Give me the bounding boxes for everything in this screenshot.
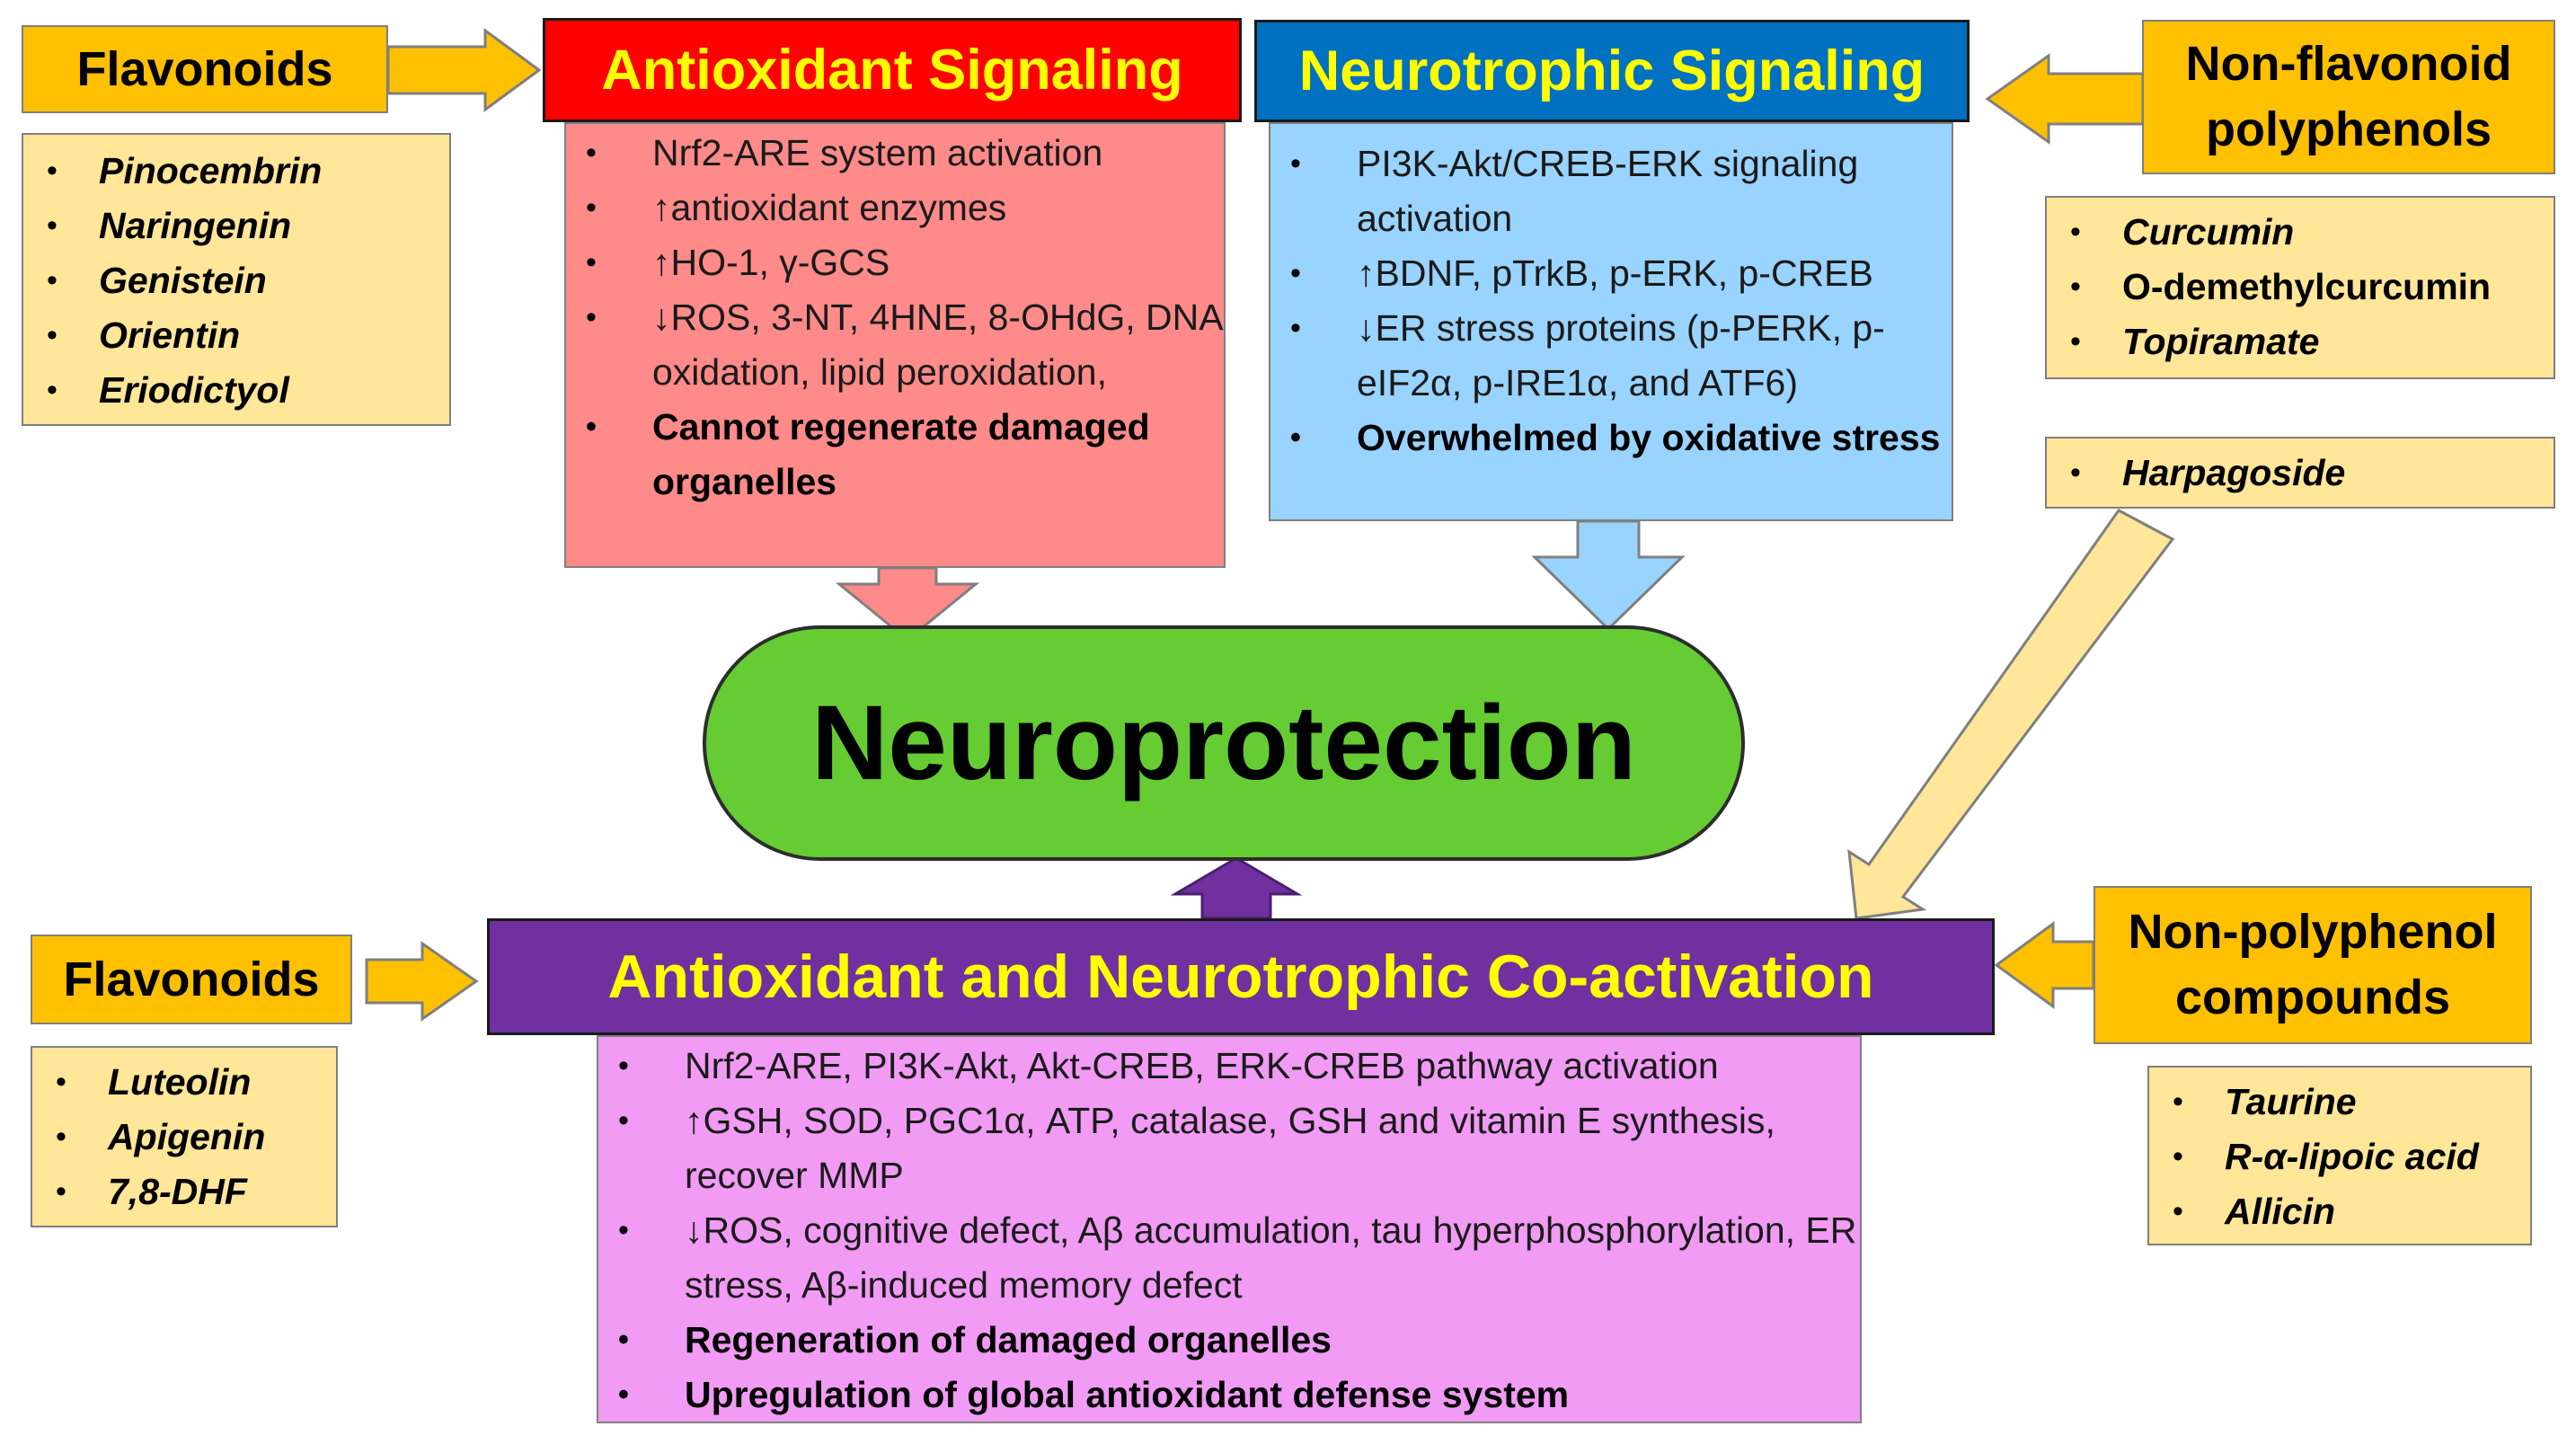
antioxidant-signaling-header: Antioxidant Signaling bbox=[543, 18, 1242, 122]
panel-item: Upregulation of global antioxidant defen… bbox=[598, 1368, 1860, 1422]
nonflavonoid-polyphenols-tag: Non-flavonoid polyphenols bbox=[2142, 20, 2555, 174]
flavonoids-tag-bottom-label: Flavonoids bbox=[63, 952, 320, 1006]
nonpolyphenol-compounds-tag: Non-polyphenol compounds bbox=[2094, 886, 2532, 1044]
antioxidant-signaling-panel: Nrf2-ARE system activation ↑antioxidant … bbox=[564, 122, 1226, 568]
flavonoids-list-top: Pinocembrin Naringenin Genistein Orienti… bbox=[22, 133, 451, 426]
panel-item: ↓ROS, 3-NT, 4HNE, 8-OHdG, DNA oxidation,… bbox=[566, 290, 1224, 400]
panel-item: PI3K-Akt/CREB-ERK signaling activation bbox=[1270, 137, 1952, 246]
compound-item: O-demethylcurcumin bbox=[2047, 260, 2554, 315]
compound-item: Pinocembrin bbox=[23, 144, 449, 199]
arrow-nonpolyphenol-to-coactivation bbox=[1994, 921, 2095, 1009]
compound-item: Naringenin bbox=[23, 199, 449, 253]
panel-item: Nrf2-ARE, PI3K-Akt, Akt-CREB, ERK-CREB p… bbox=[598, 1039, 1860, 1094]
arrow-flavonoids-to-coactivation bbox=[365, 941, 479, 1022]
flavonoids-tag-top-label: Flavonoids bbox=[76, 41, 333, 96]
panel-item: Regeneration of damaged organelles bbox=[598, 1313, 1860, 1368]
coactivation-panel: Nrf2-ARE, PI3K-Akt, Akt-CREB, ERK-CREB p… bbox=[597, 1035, 1862, 1423]
panel-item: ↑HO-1, γ-GCS bbox=[566, 235, 1224, 290]
flavonoids-tag-bottom: Flavonoids bbox=[31, 935, 352, 1024]
compound-item: Luteolin bbox=[32, 1055, 336, 1110]
compound-item: Eriodictyol bbox=[23, 363, 449, 418]
compound-item: R-α-lipoic acid bbox=[2149, 1130, 2530, 1184]
compound-item: 7,8-DHF bbox=[32, 1165, 336, 1219]
nonflavonoid-tag-line1: Non-flavonoid bbox=[2185, 37, 2512, 92]
nonflavonoid-list: Curcumin O-demethylcurcumin Topiramate bbox=[2045, 196, 2555, 379]
arrow-neurotrophic-to-neuroprotection bbox=[1531, 519, 1686, 632]
panel-item: Cannot regenerate damaged organelles bbox=[566, 400, 1224, 509]
harpagoside-box: Harpagoside bbox=[2045, 437, 2555, 509]
compound-item: Curcumin bbox=[2047, 205, 2554, 260]
flavonoids-list-bottom: Luteolin Apigenin 7,8-DHF bbox=[31, 1046, 338, 1227]
compound-item: Genistein bbox=[23, 253, 449, 308]
arrow-coactivation-to-neuroprotection bbox=[1170, 856, 1303, 920]
arrow-harpagoside-to-coactivation bbox=[1847, 509, 2175, 920]
panel-item: Nrf2-ARE system activation bbox=[566, 126, 1224, 181]
neurotrophic-signaling-title: Neurotrophic Signaling bbox=[1298, 40, 1925, 102]
panel-item: ↑GSH, SOD, PGC1α, ATP, catalase, GSH and… bbox=[598, 1094, 1860, 1203]
panel-item: Overwhelmed by oxidative stress bbox=[1270, 411, 1952, 465]
compound-item: Apigenin bbox=[32, 1110, 336, 1165]
panel-item: ↓ER stress proteins (p-PERK, p-eIF2α, p-… bbox=[1270, 301, 1952, 411]
arrow-flavonoids-to-antioxidant bbox=[386, 28, 542, 112]
nonflavonoid-tag-line2: polyphenols bbox=[2205, 102, 2492, 156]
panel-item: ↑BDNF, pTrkB, p-ERK, p-CREB bbox=[1270, 246, 1952, 301]
neuroprotection-node: Neuroprotection bbox=[703, 625, 1745, 861]
compound-item: Taurine bbox=[2149, 1075, 2530, 1130]
neuroprotection-label: Neuroprotection bbox=[811, 684, 1636, 802]
coactivation-title: Antioxidant and Neurotrophic Co-activati… bbox=[607, 943, 1874, 1011]
compound-item: Topiramate bbox=[2047, 315, 2554, 369]
nonpolyphenol-tag-line2: compounds bbox=[2175, 970, 2450, 1024]
neurotrophic-signaling-header: Neurotrophic Signaling bbox=[1254, 20, 1970, 122]
antioxidant-signaling-title: Antioxidant Signaling bbox=[601, 39, 1183, 102]
coactivation-header: Antioxidant and Neurotrophic Co-activati… bbox=[487, 918, 1995, 1035]
flavonoids-tag-top: Flavonoids bbox=[22, 25, 388, 113]
compound-item: Harpagoside bbox=[2047, 446, 2554, 501]
arrow-nonflavonoid-to-neurotrophic bbox=[1985, 53, 2145, 145]
compound-item: Orientin bbox=[23, 308, 449, 363]
panel-item: ↓ROS, cognitive defect, Aβ accumulation,… bbox=[598, 1203, 1860, 1313]
neurotrophic-signaling-panel: PI3K-Akt/CREB-ERK signaling activation ↑… bbox=[1269, 122, 1953, 521]
nonpolyphenol-tag-line1: Non-polyphenol bbox=[2128, 905, 2498, 960]
arrow-antioxidant-to-neuroprotection bbox=[835, 566, 980, 642]
nonpolyphenol-list: Taurine R-α-lipoic acid Allicin bbox=[2147, 1066, 2532, 1245]
panel-item: ↑antioxidant enzymes bbox=[566, 181, 1224, 235]
compound-item: Allicin bbox=[2149, 1184, 2530, 1239]
